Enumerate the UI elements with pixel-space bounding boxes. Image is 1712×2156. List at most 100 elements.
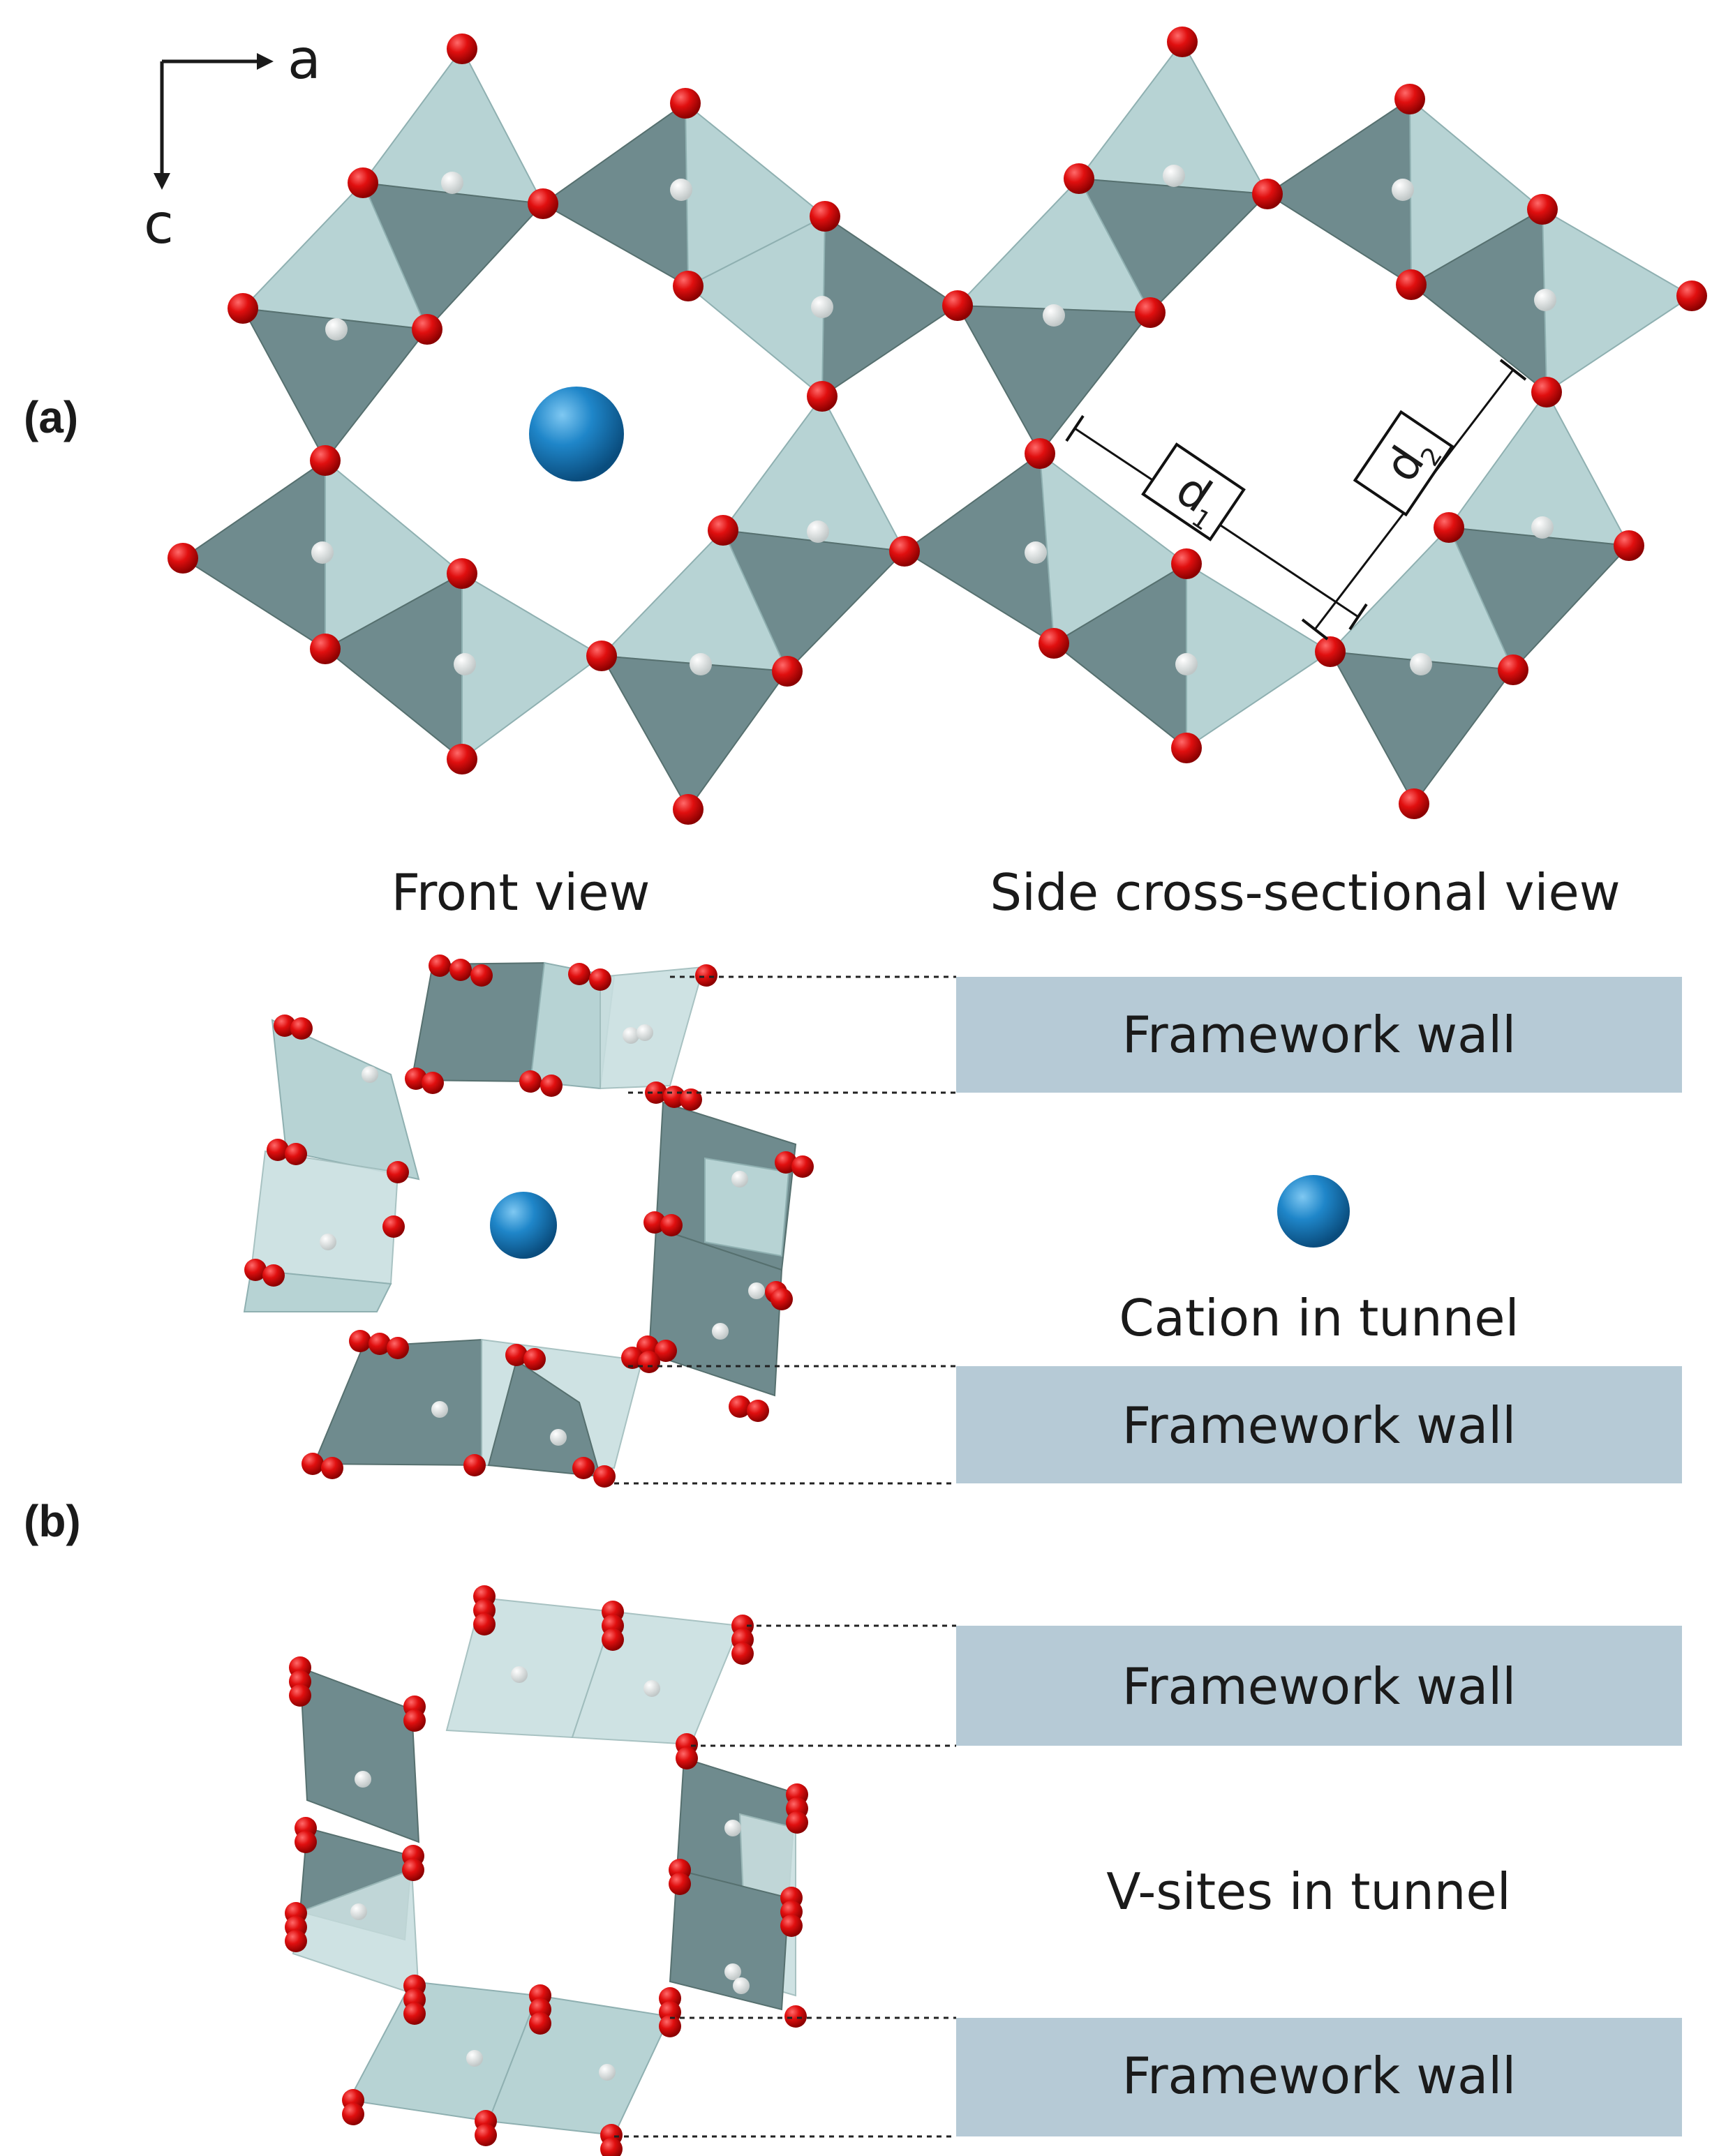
central-atom bbox=[712, 1323, 729, 1340]
oxygen-atom bbox=[310, 634, 341, 664]
oxygen-atom bbox=[1171, 548, 1202, 579]
oxygen-atom bbox=[1527, 194, 1558, 225]
framework-wall-label: Framework wall bbox=[1122, 2046, 1516, 2105]
oxygen-atom bbox=[403, 2002, 426, 2025]
tetrahedron bbox=[648, 1227, 783, 1397]
oxygen-atom bbox=[1434, 512, 1464, 543]
oxygen-atom bbox=[572, 1457, 595, 1479]
tetrahedron bbox=[821, 215, 959, 398]
oxygen-atom bbox=[1025, 438, 1055, 469]
oxygen-atom bbox=[290, 1017, 313, 1040]
oxygen-atom bbox=[540, 1075, 563, 1097]
axis-label-c: c bbox=[144, 193, 174, 256]
oxygen-atom bbox=[528, 188, 558, 219]
oxygen-atom bbox=[1396, 269, 1427, 300]
oxygen-atom bbox=[523, 1348, 546, 1370]
panel-b-upper-oxygen-atoms bbox=[244, 955, 814, 1488]
oxygen-atom bbox=[676, 1747, 698, 1769]
axis-indicator: a c bbox=[144, 29, 321, 256]
framework-wall-label: Framework wall bbox=[1122, 1396, 1516, 1455]
central-atom bbox=[320, 1234, 336, 1250]
oxygen-atom bbox=[807, 381, 838, 412]
central-atom bbox=[690, 653, 712, 675]
schematic-vsites-tunnel: Framework wall V-sites in tunnel Framewo… bbox=[956, 1626, 1682, 2136]
oxygen-atom bbox=[673, 271, 704, 301]
oxygen-atom bbox=[771, 1288, 793, 1310]
oxygen-atom bbox=[402, 1859, 424, 1881]
framework-wall-label: Framework wall bbox=[1122, 1005, 1516, 1064]
oxygen-atom bbox=[429, 955, 451, 977]
oxygen-atom bbox=[695, 964, 717, 987]
oxygen-atom bbox=[600, 2138, 623, 2156]
oxygen-atom bbox=[369, 1333, 391, 1355]
oxygen-atom bbox=[447, 558, 477, 589]
tetrahedron bbox=[271, 1019, 420, 1181]
tetrahedron bbox=[600, 654, 789, 811]
framework-wall-label: Framework wall bbox=[1122, 1657, 1516, 1716]
central-atom bbox=[511, 1666, 528, 1683]
oxygen-atom bbox=[447, 33, 477, 64]
view-title-side: Side cross-sectional view bbox=[990, 863, 1620, 922]
tetrahedron bbox=[956, 304, 1152, 455]
central-atom bbox=[670, 179, 692, 201]
oxygen-atom bbox=[1315, 636, 1346, 667]
distance-d1: d 1 bbox=[1065, 414, 1368, 631]
framework-wall-bar bbox=[956, 1626, 1682, 1746]
oxygen-atom bbox=[382, 1215, 405, 1238]
central-atom bbox=[731, 1171, 748, 1188]
central-atom bbox=[1534, 289, 1556, 311]
panel-a-oxygen-atoms bbox=[168, 27, 1707, 825]
oxygen-atom bbox=[349, 1330, 371, 1352]
central-atom bbox=[733, 1977, 750, 1994]
central-atom bbox=[623, 1027, 639, 1044]
central-atom bbox=[807, 521, 829, 543]
oxygen-atom bbox=[1676, 280, 1707, 311]
central-atom bbox=[355, 1771, 371, 1788]
view-title-front: Front view bbox=[392, 863, 650, 922]
cation-in-tunnel-label: Cation in tunnel bbox=[1119, 1289, 1519, 1347]
oxygen-atom bbox=[422, 1072, 444, 1094]
oxygen-atom bbox=[1171, 733, 1202, 763]
central-atom bbox=[1531, 516, 1554, 539]
central-atom bbox=[637, 1024, 653, 1041]
oxygen-atom bbox=[403, 1709, 426, 1732]
tetrahedron bbox=[250, 1150, 399, 1285]
oxygen-atom bbox=[1531, 377, 1562, 407]
oxygen-atom bbox=[463, 1454, 486, 1476]
oxygen-atom bbox=[342, 2103, 364, 2125]
central-atom bbox=[1410, 653, 1432, 675]
central-atom bbox=[724, 1820, 741, 1836]
tetrahedron bbox=[669, 1869, 790, 2011]
oxygen-atom bbox=[645, 1081, 667, 1104]
oxygen-atom bbox=[295, 1831, 317, 1853]
central-atom bbox=[350, 1903, 367, 1920]
panel-b-cation-tunnel-structure bbox=[243, 961, 797, 1478]
oxygen-atom bbox=[1394, 84, 1425, 114]
oxygen-atom bbox=[638, 1351, 660, 1373]
oxygen-atom bbox=[670, 88, 701, 119]
oxygen-atom bbox=[302, 1453, 324, 1475]
central-atom bbox=[599, 2064, 616, 2081]
oxygen-atom bbox=[519, 1070, 542, 1093]
guide-lines bbox=[614, 975, 956, 2138]
tetrahedron bbox=[1266, 98, 1413, 286]
oxygen-atom bbox=[1135, 297, 1166, 328]
panel-a-framework bbox=[181, 40, 1693, 811]
oxygen-atom bbox=[663, 1086, 685, 1108]
oxygen-atom bbox=[387, 1161, 409, 1183]
oxygen-atom bbox=[529, 2012, 551, 2035]
cation-sphere-side-view bbox=[1277, 1175, 1350, 1248]
schematic-cation-tunnel: Framework wall Cation in tunnel Framewor… bbox=[956, 977, 1682, 1483]
oxygen-atom bbox=[228, 293, 258, 324]
oxygen-atom bbox=[655, 1340, 677, 1362]
oxygen-atom bbox=[267, 1139, 289, 1161]
oxygen-atom bbox=[680, 1088, 702, 1111]
oxygen-atom bbox=[889, 536, 920, 567]
panel-label-a: (a) bbox=[24, 392, 78, 442]
oxygen-atom bbox=[747, 1400, 769, 1422]
tetrahedron bbox=[704, 1157, 790, 1257]
oxygen-atom bbox=[568, 963, 590, 985]
oxygen-atom bbox=[321, 1457, 343, 1479]
central-atom bbox=[1043, 304, 1065, 327]
